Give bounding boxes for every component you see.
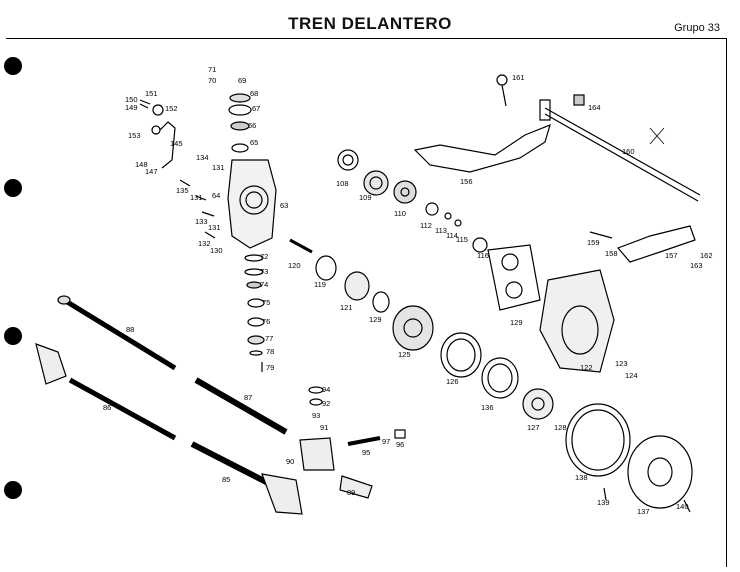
binder-hole	[4, 57, 22, 75]
part-label: 147	[145, 167, 158, 176]
part-label: 96	[396, 440, 404, 449]
part-label: 85	[222, 475, 230, 484]
part-label: 73	[260, 267, 268, 276]
part-label: 110	[394, 209, 406, 218]
part-label: 132	[198, 239, 211, 248]
part-label: 130	[210, 246, 223, 255]
part-label: 129	[369, 315, 382, 324]
part-label: 113	[435, 226, 447, 235]
part-label: 131	[208, 223, 221, 232]
part-label: 131	[190, 193, 203, 202]
annotation-mark	[649, 127, 665, 145]
part-label: 151	[145, 89, 158, 98]
part-label: 114	[446, 231, 458, 240]
part-label: 97	[382, 437, 390, 446]
part-label: 152	[165, 104, 178, 113]
binder-hole	[4, 481, 22, 499]
part-label: 77	[265, 334, 273, 343]
part-label: 137	[637, 507, 650, 516]
part-label: 122	[580, 363, 593, 372]
part-label: 95	[362, 448, 370, 457]
part-label: 145	[170, 139, 183, 148]
part-label: 91	[320, 423, 328, 432]
binder-hole	[4, 327, 22, 345]
part-label: 63	[280, 201, 288, 210]
part-label: 121	[340, 303, 353, 312]
part-label: 76	[262, 317, 270, 326]
diagram-frame	[4, 38, 727, 567]
part-label: 71	[208, 65, 216, 74]
part-label: 79	[266, 363, 274, 372]
part-label: 115	[456, 235, 468, 244]
part-label: 92	[322, 399, 330, 408]
part-label: 66	[248, 121, 256, 130]
part-label: 160	[622, 147, 635, 156]
part-label: 133	[195, 217, 208, 226]
part-label: 109	[359, 193, 372, 202]
part-label: 94	[322, 385, 330, 394]
part-label: 149	[125, 103, 138, 112]
part-label: 150	[125, 95, 138, 104]
part-label: 112	[420, 221, 432, 230]
part-label: 108	[336, 179, 349, 188]
parts-drawing	[35, 74, 701, 515]
part-label: 164	[588, 103, 601, 112]
part-label: 119	[314, 280, 326, 289]
part-label: 72	[260, 252, 268, 261]
part-label: 157	[665, 251, 678, 260]
part-label: 148	[135, 160, 148, 169]
part-label: 90	[286, 457, 294, 466]
part-label: 127	[527, 423, 540, 432]
part-label: 131	[212, 163, 225, 172]
part-label: 159	[587, 238, 600, 247]
part-label: 123	[615, 359, 628, 368]
part-label: 64	[212, 191, 220, 200]
part-label: 75	[262, 298, 270, 307]
part-label: 134	[196, 153, 209, 162]
part-label: 153	[128, 131, 141, 140]
page-title: TREN DELANTERO	[288, 14, 452, 33]
part-label: 161	[512, 73, 525, 82]
part-label: 163	[690, 261, 703, 270]
part-label: 89	[347, 488, 355, 497]
part-label: 65	[250, 138, 258, 147]
part-label: 88	[126, 325, 134, 334]
part-label: 70	[208, 76, 216, 85]
part-label: 156	[460, 177, 473, 186]
part-label: 140	[676, 502, 689, 511]
part-label: 129	[510, 318, 523, 327]
binder-hole	[4, 179, 22, 197]
part-label: 68	[250, 89, 258, 98]
part-label: 86	[103, 403, 111, 412]
part-label: 128	[554, 423, 567, 432]
part-label: 125	[398, 350, 411, 359]
part-label: 74	[260, 280, 268, 289]
part-label: 120	[288, 261, 301, 270]
part-label: 116	[477, 251, 489, 260]
part-label: 87	[244, 393, 252, 402]
part-label: 93	[312, 411, 320, 420]
part-label: 139	[597, 498, 610, 507]
part-label: 135	[176, 186, 189, 195]
part-label: 69	[238, 76, 246, 85]
part-label: 78	[266, 347, 274, 356]
part-label: 67	[252, 104, 260, 113]
part-label: 158	[605, 249, 618, 258]
part-label: 138	[575, 473, 588, 482]
group-label: Grupo 33	[674, 22, 720, 34]
part-label: 124	[625, 371, 638, 380]
part-label: 126	[446, 377, 459, 386]
part-label: 162	[700, 251, 713, 260]
part-label: 136	[481, 403, 494, 412]
